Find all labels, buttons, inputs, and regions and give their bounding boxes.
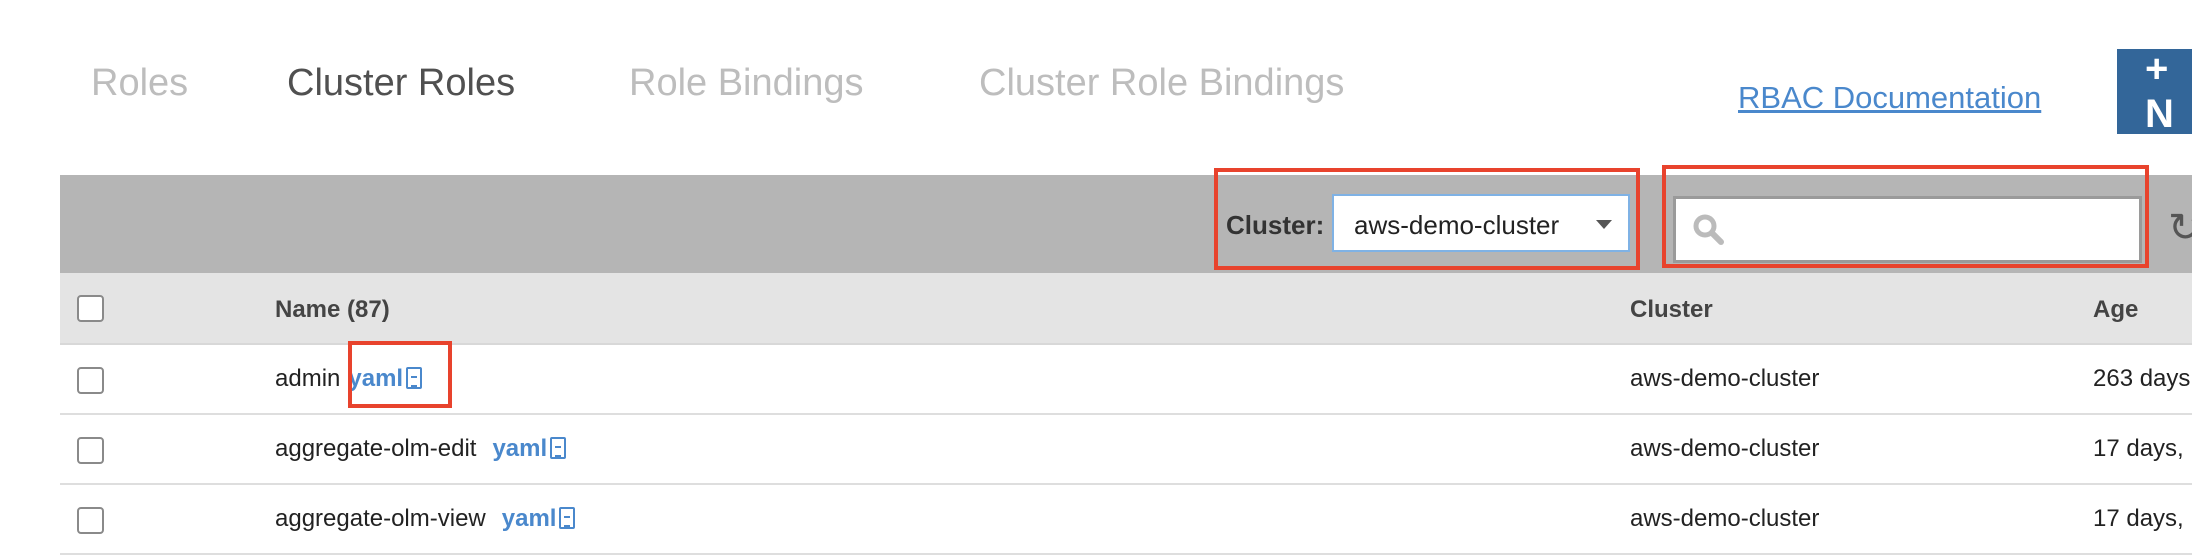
- age-cell: 17 days,: [2093, 435, 2184, 462]
- age-cell: 263 days: [2093, 365, 2191, 392]
- header-name[interactable]: Name (87): [275, 296, 390, 323]
- file-icon[interactable]: [550, 437, 567, 459]
- search-field[interactable]: [1736, 207, 2130, 253]
- file-icon[interactable]: [559, 507, 576, 529]
- tab-cluster-roles[interactable]: Cluster Roles: [287, 62, 516, 104]
- cluster-label: Cluster:: [1226, 210, 1325, 240]
- header-age[interactable]: Age: [2093, 296, 2139, 323]
- highlight-cluster-filter: [1214, 168, 1640, 270]
- add-button-label: + N: [2145, 46, 2174, 136]
- header-cluster[interactable]: Cluster: [1630, 296, 1713, 323]
- chevron-down-icon: [1596, 220, 1612, 229]
- highlight-yaml-link: [348, 341, 452, 408]
- row-checkbox[interactable]: [77, 507, 104, 534]
- cluster-cell: aws-demo-cluster: [1630, 505, 1820, 532]
- select-all-checkbox[interactable]: [77, 295, 104, 322]
- tab-cluster-role-bindings[interactable]: Cluster Role Bindings: [979, 62, 1345, 104]
- yaml-link[interactable]: yaml: [501, 505, 557, 532]
- yaml-link[interactable]: yaml: [492, 435, 548, 462]
- role-name: aggregate-olm-view: [275, 505, 486, 532]
- cluster-cell: aws-demo-cluster: [1630, 435, 1820, 462]
- row-checkbox[interactable]: [77, 437, 104, 464]
- tab-role-bindings[interactable]: Role Bindings: [629, 62, 864, 104]
- table-row: admin yaml aws-demo-cluster 263 days: [60, 345, 2192, 415]
- cluster-cell: aws-demo-cluster: [1630, 365, 1820, 392]
- tab-roles[interactable]: Roles: [91, 62, 189, 104]
- add-button[interactable]: + N: [2117, 46, 2192, 136]
- table-header: Name (87) Cluster Age: [60, 273, 2192, 345]
- row-checkbox[interactable]: [77, 367, 104, 394]
- age-cell: 17 days,: [2093, 505, 2184, 532]
- yaml-link[interactable]: yaml: [348, 365, 404, 392]
- role-name: aggregate-olm-edit: [275, 435, 477, 462]
- cluster-select[interactable]: aws-demo-cluster: [1332, 194, 1630, 252]
- search-icon: [1693, 214, 1724, 245]
- search-input[interactable]: [1673, 196, 2142, 263]
- rbac-documentation-link[interactable]: RBAC Documentation: [1738, 80, 2042, 115]
- cluster-select-value: aws-demo-cluster: [1354, 210, 1560, 240]
- file-icon[interactable]: [406, 367, 423, 389]
- role-name: admin: [275, 365, 341, 392]
- refresh-icon[interactable]: ↻: [2168, 206, 2192, 250]
- highlight-search: [1662, 165, 2149, 268]
